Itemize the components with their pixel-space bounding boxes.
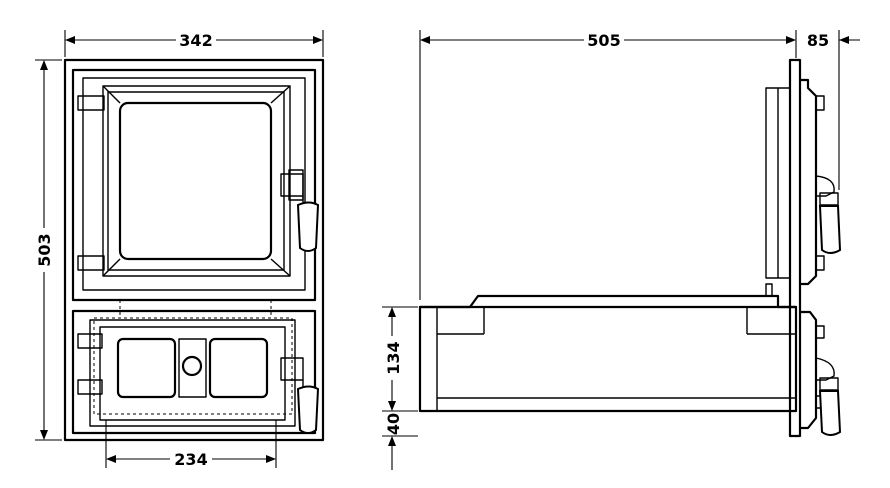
upper-door-handle bbox=[296, 201, 320, 252]
front-outer-frame bbox=[63, 58, 325, 442]
upper-bottom-hinge bbox=[77, 255, 105, 271]
upper-handle-side bbox=[818, 205, 842, 254]
label-lower-offset: 40 bbox=[384, 413, 403, 435]
lower-door-outline bbox=[71, 309, 317, 435]
lower-door-profile bbox=[798, 310, 818, 430]
lower-door-handle bbox=[296, 385, 320, 434]
lower-door bbox=[71, 309, 320, 435]
front-view: 342 503 234 bbox=[35, 30, 325, 469]
lower-latch bbox=[280, 357, 304, 381]
upper-glass-window bbox=[118, 101, 273, 261]
dimension-handle-projection: 85 bbox=[807, 30, 860, 190]
lower-window-left bbox=[116, 337, 177, 399]
upper-door-outline bbox=[71, 68, 317, 302]
lower-window-right bbox=[208, 337, 269, 399]
upper-door bbox=[71, 68, 320, 302]
dimension-vertical-lower: 134 40 bbox=[382, 306, 418, 470]
dimension-width-front: 342 bbox=[64, 30, 324, 57]
dimension-height-front: 503 bbox=[35, 59, 62, 441]
label-width-lower: 234 bbox=[174, 450, 207, 469]
lower-bottom-hinge bbox=[77, 379, 103, 395]
dimension-depth-side: 505 bbox=[419, 30, 797, 300]
label-height-front: 503 bbox=[35, 233, 54, 266]
dimension-width-lower: 234 bbox=[105, 420, 277, 469]
label-depth-side: 505 bbox=[587, 31, 620, 50]
side-body bbox=[418, 305, 798, 413]
lower-handle-side bbox=[818, 390, 842, 436]
air-control-knob bbox=[181, 355, 203, 377]
label-lower-opening-height: 134 bbox=[384, 341, 403, 374]
label-width-front: 342 bbox=[179, 31, 212, 50]
upper-top-hinge bbox=[77, 95, 105, 111]
lower-top-hinge bbox=[77, 333, 103, 349]
upper-door-profile bbox=[798, 78, 818, 286]
label-handle-projection: 85 bbox=[807, 31, 829, 50]
side-top-edge bbox=[418, 294, 798, 309]
side-view: 505 85 134 40 bbox=[382, 30, 860, 470]
